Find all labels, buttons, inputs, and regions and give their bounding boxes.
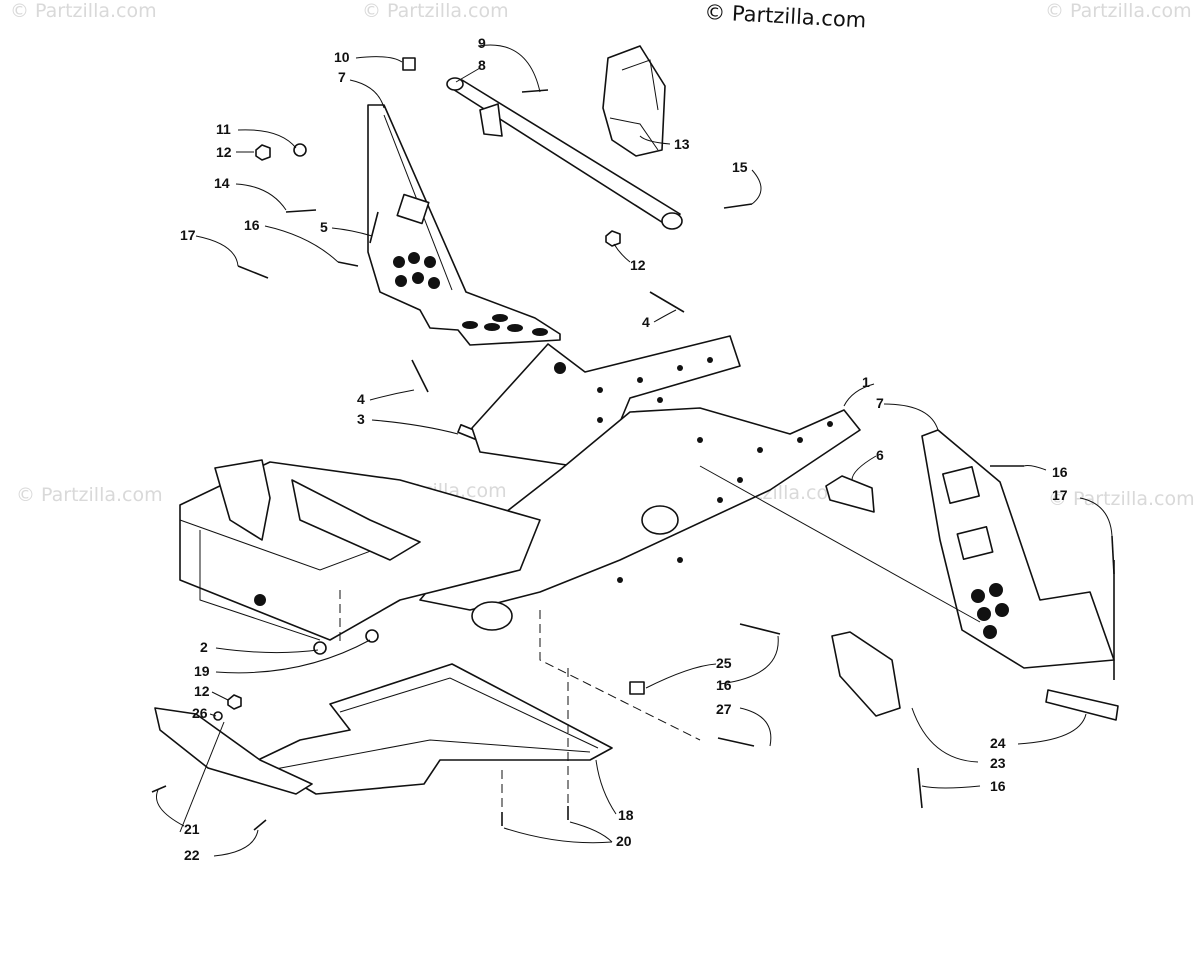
callout-16: 16 xyxy=(244,217,260,233)
bolt xyxy=(723,203,753,209)
washer xyxy=(293,143,307,157)
watermark: © Partzilla.com xyxy=(1045,0,1192,22)
nut xyxy=(605,230,621,247)
callout-12: 12 xyxy=(216,144,232,160)
callout-3: 3 xyxy=(357,411,365,427)
callout-23: 23 xyxy=(990,755,1006,771)
callout-14: 14 xyxy=(214,175,230,191)
nut xyxy=(227,694,242,710)
callout-18: 18 xyxy=(618,807,634,823)
steering-post-right xyxy=(921,429,1115,669)
alignment-line xyxy=(539,610,701,741)
callout-6: 6 xyxy=(876,447,884,463)
callout-11: 11 xyxy=(216,121,231,137)
callout-1: 1 xyxy=(862,374,870,390)
bolt xyxy=(521,89,549,93)
callout-12: 12 xyxy=(194,683,210,699)
rivet xyxy=(739,623,781,635)
bushing xyxy=(402,57,416,71)
clip xyxy=(629,681,645,695)
callout-19: 19 xyxy=(194,663,210,679)
callout-8: 8 xyxy=(478,57,486,73)
mounting-block xyxy=(825,475,875,513)
callout-20: 20 xyxy=(616,833,632,849)
callout-13: 13 xyxy=(674,136,690,152)
watermark: © Partzilla.com xyxy=(362,0,509,22)
callout-16: 16 xyxy=(990,778,1006,794)
bolt xyxy=(285,209,317,213)
leader-lines xyxy=(156,44,1113,857)
callout-labels: 9 8 10 7 11 12 13 15 14 16 5 17 12 4 4 3… xyxy=(180,35,1068,863)
callout-2: 2 xyxy=(200,639,208,655)
callout-16: 16 xyxy=(1052,464,1068,480)
callout-16: 16 xyxy=(716,677,732,693)
strap xyxy=(1045,689,1119,721)
nut xyxy=(255,144,271,161)
heel-plate xyxy=(831,631,901,717)
callout-24: 24 xyxy=(990,735,1006,751)
callout-15: 15 xyxy=(732,159,748,175)
bushing xyxy=(313,641,327,655)
callout-21: 21 xyxy=(184,821,200,837)
bolt xyxy=(253,819,267,831)
watermark: © Partzilla.com xyxy=(10,0,157,22)
belly-pan xyxy=(257,663,613,795)
watermark: © Partzilla.com xyxy=(1048,488,1195,510)
front-bumper xyxy=(154,707,313,795)
rivet xyxy=(337,261,359,267)
callout-9: 9 xyxy=(478,35,486,51)
pin xyxy=(369,211,379,244)
callout-5: 5 xyxy=(320,219,328,235)
callout-12: 12 xyxy=(630,257,646,273)
main-frame xyxy=(179,335,861,641)
callout-10: 10 xyxy=(334,49,350,65)
bolt xyxy=(151,785,167,793)
callout-4: 4 xyxy=(642,314,650,330)
callout-26: 26 xyxy=(192,705,208,721)
callout-25: 25 xyxy=(716,655,732,671)
callout-27: 27 xyxy=(716,701,732,717)
rivet xyxy=(917,767,923,809)
rivet xyxy=(237,265,269,279)
callout-7: 7 xyxy=(338,69,346,85)
leader xyxy=(699,465,981,623)
callout-17: 17 xyxy=(180,227,196,243)
callout-17: 17 xyxy=(1052,487,1068,503)
washer xyxy=(213,711,223,721)
rivet xyxy=(717,737,755,747)
steering-crossbar xyxy=(446,77,683,230)
callout-7: 7 xyxy=(876,395,884,411)
pivot-bracket xyxy=(602,45,666,157)
callout-4: 4 xyxy=(357,391,365,407)
bushing xyxy=(365,629,379,643)
rivet xyxy=(411,359,429,393)
rivet xyxy=(649,291,685,313)
steering-post-left xyxy=(367,104,561,346)
callout-22: 22 xyxy=(184,847,200,863)
watermark: © Partzilla.com xyxy=(16,484,163,506)
